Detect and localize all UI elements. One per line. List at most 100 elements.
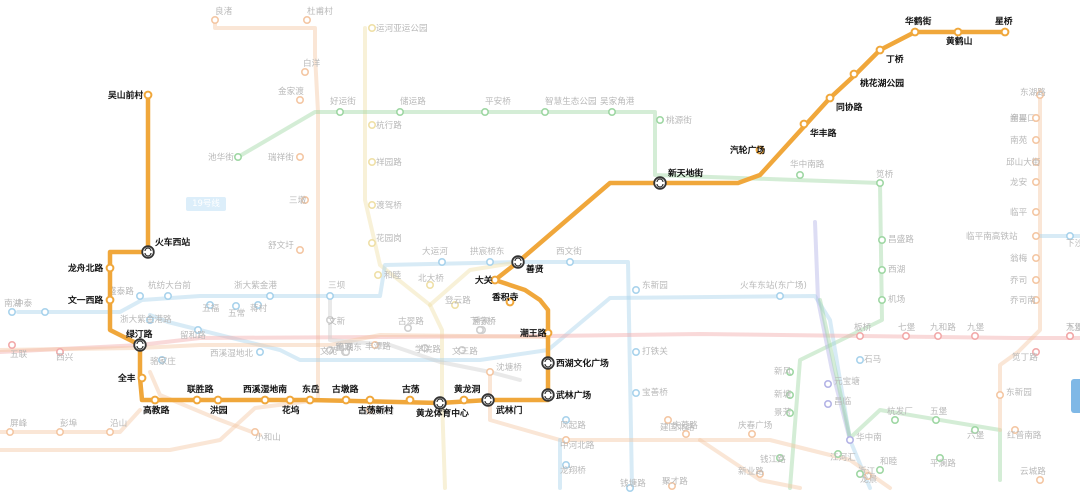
faded-station-dot[interactable] (254, 300, 263, 309)
faded-station-dot[interactable] (855, 355, 864, 364)
faded-station-dot[interactable] (255, 347, 264, 356)
faded-station-dot[interactable] (55, 347, 64, 356)
faded-station-dot[interactable] (1032, 254, 1041, 263)
faded-station-dot[interactable] (40, 307, 49, 316)
faded-station-dot[interactable] (933, 331, 942, 340)
faded-station-dot[interactable] (211, 15, 220, 24)
faded-station-dot[interactable] (1032, 178, 1041, 187)
faded-station-dot[interactable] (785, 408, 794, 417)
faded-station-dot[interactable] (935, 453, 944, 462)
faded-station-dot[interactable] (485, 367, 494, 376)
line-number-badge[interactable]: 19号线 (186, 197, 226, 211)
faded-station-dot[interactable] (234, 153, 243, 162)
faded-station-dot[interactable] (55, 427, 64, 436)
main-station-dot[interactable] (285, 395, 295, 405)
faded-station-dot[interactable] (420, 343, 429, 352)
faded-station-dot[interactable] (206, 300, 215, 309)
faded-station-dot[interactable] (1066, 331, 1075, 340)
main-station-dot[interactable] (799, 119, 809, 129)
faded-station-dot[interactable] (373, 270, 382, 279)
main-station-dot[interactable] (405, 395, 415, 405)
faded-station-dot[interactable] (877, 295, 886, 304)
main-station-dot[interactable] (505, 297, 515, 307)
faded-station-dot[interactable] (631, 347, 640, 356)
faded-station-dot[interactable] (300, 68, 309, 77)
faded-station-dot[interactable] (1010, 425, 1019, 434)
faded-station-dot[interactable] (325, 291, 334, 300)
faded-station-dot[interactable] (775, 291, 784, 300)
faded-station-dot[interactable] (663, 415, 672, 424)
faded-station-dot[interactable] (877, 265, 886, 274)
main-station-dot[interactable] (825, 93, 835, 103)
faded-station-dot[interactable] (367, 23, 376, 32)
faded-station-dot[interactable] (561, 415, 570, 424)
main-station-dot[interactable] (192, 395, 202, 405)
faded-station-dot[interactable] (890, 415, 899, 424)
faded-station-dot[interactable] (631, 285, 640, 294)
faded-station-dot[interactable] (607, 108, 616, 117)
faded-station-dot[interactable] (8, 340, 17, 349)
faded-station-dot[interactable] (970, 331, 979, 340)
main-station-dot[interactable] (849, 69, 859, 79)
faded-station-dot[interactable] (845, 435, 854, 444)
faded-station-dot[interactable] (1032, 208, 1041, 217)
faded-station-dot[interactable] (863, 471, 872, 480)
faded-station-dot[interactable] (1032, 136, 1041, 145)
side-panel-tab[interactable] (1071, 379, 1080, 413)
faded-station-dot[interactable] (370, 340, 379, 349)
main-station-dot[interactable] (143, 90, 153, 100)
faded-station-dot[interactable] (1032, 295, 1041, 304)
faded-station-dot[interactable] (1032, 158, 1041, 167)
faded-station-dot[interactable] (1032, 114, 1041, 123)
main-station-dot[interactable] (953, 27, 963, 37)
faded-station-dot[interactable] (485, 257, 494, 266)
faded-station-dot[interactable] (365, 405, 374, 414)
faded-station-dot[interactable] (1036, 475, 1045, 484)
main-station-dot[interactable] (105, 263, 115, 273)
faded-station-dot[interactable] (823, 399, 832, 408)
faded-station-dot[interactable] (747, 429, 756, 438)
faded-station-dot[interactable] (1032, 275, 1041, 284)
faded-station-dot[interactable] (8, 307, 17, 316)
main-station-dot[interactable] (213, 395, 223, 405)
faded-station-dot[interactable] (667, 481, 676, 490)
faded-station-dot[interactable] (450, 300, 459, 309)
faded-station-dot[interactable] (367, 158, 376, 167)
faded-station-dot[interactable] (561, 435, 570, 444)
faded-station-dot[interactable] (480, 108, 489, 117)
main-station-dot[interactable] (105, 295, 115, 305)
faded-station-dot[interactable] (775, 453, 784, 462)
faded-station-dot[interactable] (295, 96, 304, 105)
main-station-dot[interactable] (490, 275, 500, 285)
main-station-dot[interactable] (459, 395, 469, 405)
faded-station-dot[interactable] (403, 323, 412, 332)
faded-station-dot[interactable] (437, 257, 446, 266)
faded-station-dot[interactable] (1036, 91, 1045, 100)
faded-station-dot[interactable] (681, 429, 690, 438)
faded-station-dot[interactable] (795, 171, 804, 180)
main-station-dot[interactable] (341, 395, 351, 405)
faded-station-dot[interactable] (877, 236, 886, 245)
faded-station-dot[interactable] (875, 179, 884, 188)
faded-station-dot[interactable] (970, 425, 979, 434)
faded-station-dot[interactable] (475, 325, 484, 334)
main-station-dot[interactable] (365, 395, 375, 405)
main-station-dot[interactable] (150, 395, 160, 405)
faded-station-dot[interactable] (367, 201, 376, 210)
main-station-dot[interactable] (755, 145, 765, 155)
faded-station-dot[interactable] (540, 108, 549, 117)
faded-station-dot[interactable] (106, 427, 115, 436)
faded-station-dot[interactable] (136, 291, 145, 300)
faded-station-dot[interactable] (1032, 232, 1041, 241)
faded-station-dot[interactable] (295, 246, 304, 255)
faded-station-dot[interactable] (146, 315, 155, 324)
faded-station-dot[interactable] (265, 291, 274, 300)
faded-station-dot[interactable] (194, 325, 203, 334)
faded-station-dot[interactable] (395, 108, 404, 117)
faded-station-dot[interactable] (158, 355, 167, 364)
faded-station-dot[interactable] (931, 415, 940, 424)
faded-station-dot[interactable] (6, 427, 15, 436)
faded-station-dot[interactable] (855, 469, 864, 478)
faded-station-dot[interactable] (565, 257, 574, 266)
faded-station-dot[interactable] (625, 483, 634, 492)
